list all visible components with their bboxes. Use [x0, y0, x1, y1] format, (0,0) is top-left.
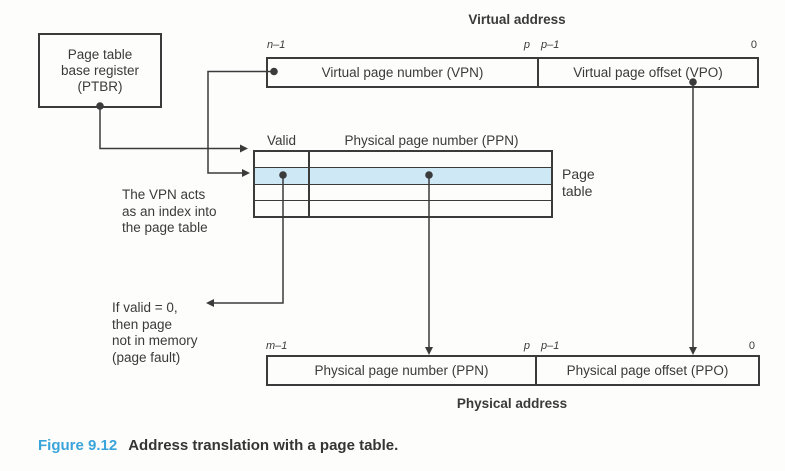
physical-bit-lsb: 0 — [748, 340, 755, 352]
annotation-line: as an index into — [122, 203, 217, 219]
figure-caption-title: Address translation with a page table. — [128, 437, 399, 454]
page-table-row — [255, 184, 551, 201]
valid-cell — [255, 184, 310, 200]
virtual-bit-p-minus-1: p–1 — [541, 39, 560, 51]
arrowhead-right-icon — [242, 169, 250, 177]
page-table-side-label: Page table — [562, 166, 595, 200]
arrowhead-left-icon — [206, 299, 214, 307]
ppn-cell — [310, 152, 551, 167]
virtual-bit-p: p — [523, 39, 530, 51]
figure-caption-label: Figure 9.12 — [38, 437, 118, 454]
ppn-cell — [310, 168, 551, 183]
ptbr-line: Page table — [67, 46, 133, 62]
vpn-index-annotation: The VPN acts as an index into the page t… — [122, 187, 217, 237]
arrowhead-right-icon — [240, 144, 248, 153]
page-table-side-label-line: Page — [562, 166, 595, 182]
ppn-cell — [310, 201, 551, 216]
ptbr-box: Page table base register (PTBR) — [38, 33, 162, 108]
ptbr-to-table-line — [99, 107, 240, 150]
physical-bit-p-minus-1: p–1 — [541, 340, 560, 352]
page-table-side-label-line: table — [562, 183, 593, 199]
annotation-line: not in memory — [112, 333, 198, 348]
arrowhead-down-icon — [689, 347, 697, 355]
page-table-row-highlighted — [255, 168, 551, 185]
annotation-line: If valid = 0, — [112, 300, 178, 315]
physical-bit-msb: m–1 — [266, 340, 288, 352]
annotation-line: The VPN acts — [122, 187, 206, 202]
annotation-line: then page — [112, 316, 173, 332]
vpo-field: Virtual page offset (VPO) — [537, 59, 757, 86]
figure-caption: Figure 9.12 Address translation with a p… — [38, 437, 398, 454]
virtual-address-box: Virtual page number (VPN) Virtual page o… — [266, 57, 759, 88]
page-fault-annotation: If valid = 0, then page not in memory (p… — [112, 300, 198, 366]
ppn-cell — [310, 185, 551, 200]
virtual-bit-msb: n–1 — [267, 39, 286, 51]
page-table-row — [255, 200, 551, 216]
ppo-field: Physical page offset (PPO) — [535, 357, 758, 384]
ppn-field: Physical page number (PPN) — [314, 363, 489, 378]
virtual-address-title: Virtual address — [468, 12, 566, 27]
ptbr-line: (PTBR) — [77, 78, 123, 94]
annotation-line: the page table — [122, 220, 208, 235]
page-table — [253, 150, 553, 218]
valid-cell — [255, 152, 310, 168]
valid-cell — [255, 200, 310, 216]
physical-bit-p: p — [523, 340, 530, 352]
arrowhead-down-icon — [425, 347, 433, 355]
ptbr-line: base register — [60, 62, 140, 78]
page-table-row — [255, 152, 551, 169]
valid-cell — [255, 168, 310, 184]
virtual-bit-lsb: 0 — [750, 39, 757, 51]
annotation-line: (page fault) — [112, 349, 181, 365]
physical-address-box: Physical page number (PPN) Physical page… — [266, 355, 760, 386]
valid-column-header: Valid — [266, 133, 297, 148]
physical-address-title: Physical address — [456, 396, 568, 411]
ppn-column-header: Physical page number (PPN) — [344, 133, 519, 148]
vpn-field: Virtual page number (VPN) — [321, 65, 484, 80]
